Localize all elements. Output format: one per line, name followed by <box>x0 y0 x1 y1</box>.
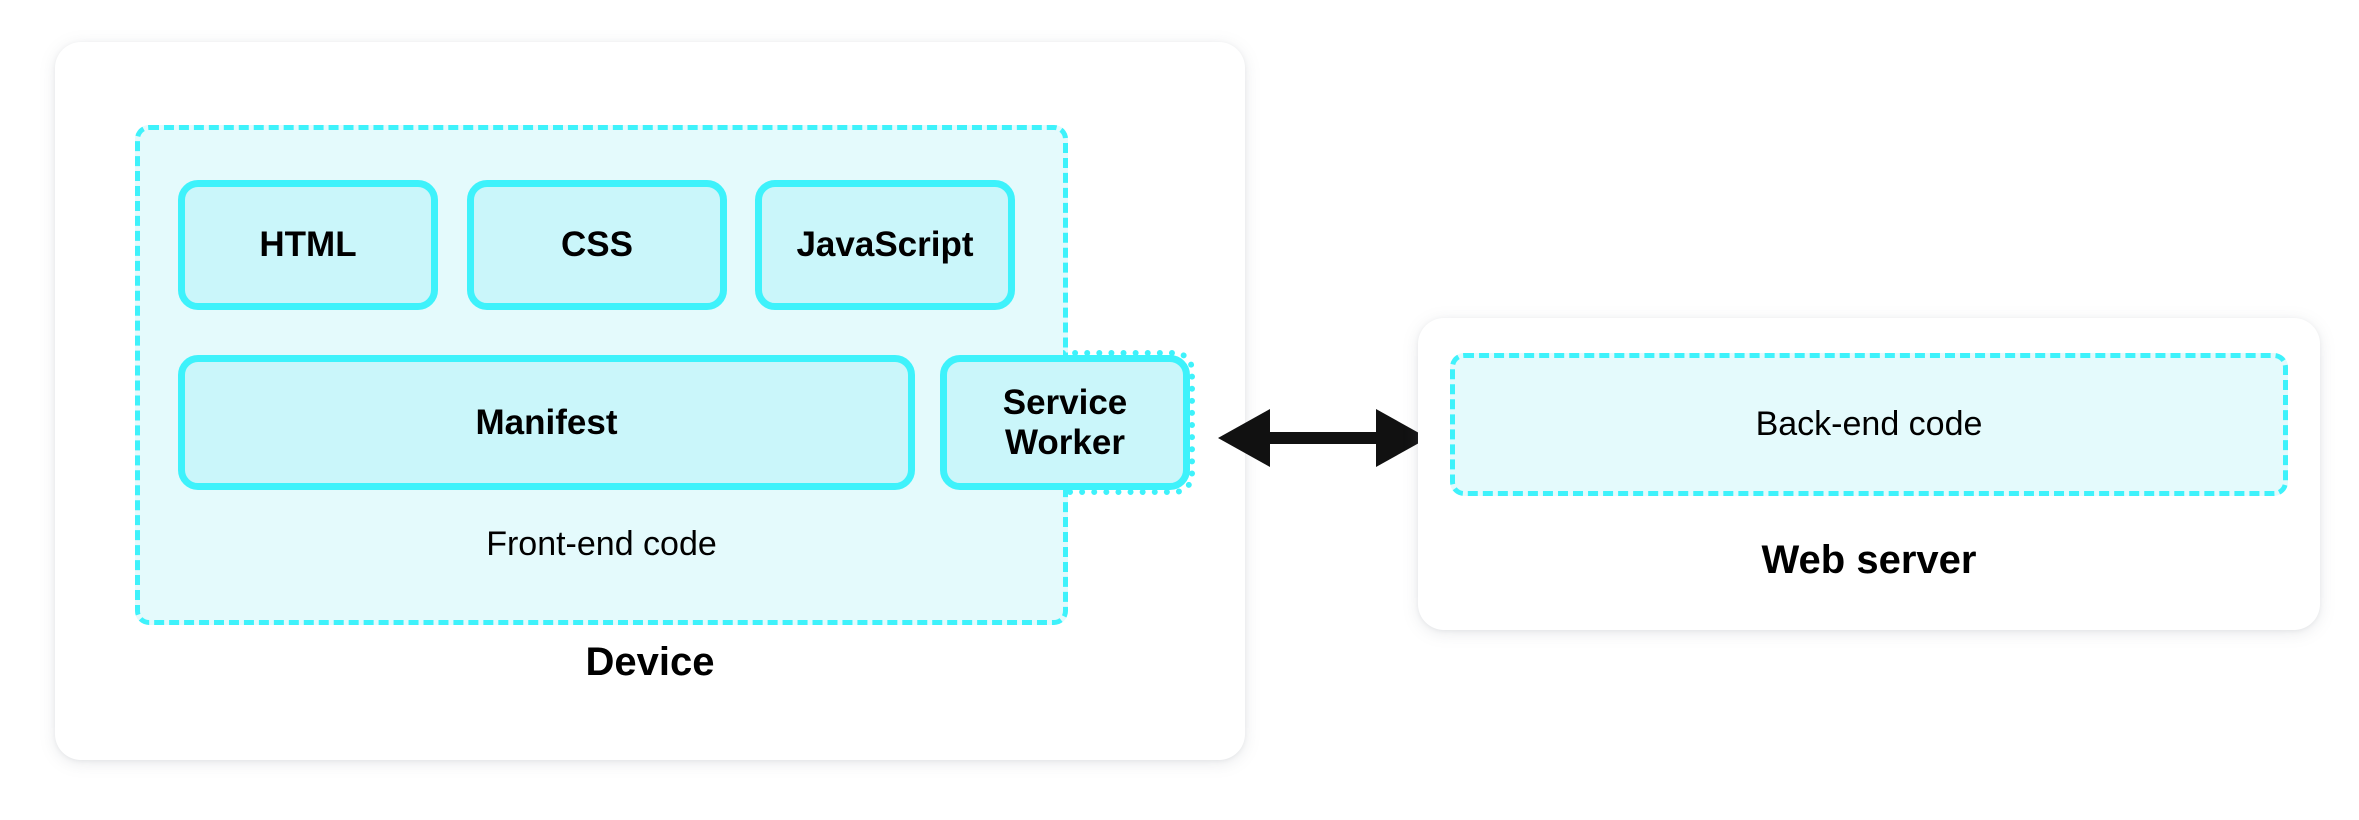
device-card: HTML CSS JavaScript Manifest Service Wor… <box>55 42 1245 760</box>
back-end-code-label: Back-end code <box>1755 405 1983 443</box>
device-label: Device <box>585 640 715 684</box>
manifest-box[interactable]: Manifest <box>178 355 915 490</box>
back-end-code-group <box>1450 353 2288 496</box>
bidirectional-arrow-icon <box>1218 409 1428 467</box>
service-worker-box[interactable]: Service Worker <box>940 355 1190 490</box>
front-end-code-label: Front-end code <box>486 525 717 563</box>
css-box[interactable]: CSS <box>467 180 727 310</box>
javascript-box[interactable]: JavaScript <box>755 180 1015 310</box>
html-box[interactable]: HTML <box>178 180 438 310</box>
web-server-label: Web server <box>1761 538 1977 582</box>
web-server-card: Back-end code Web server <box>1418 318 2320 630</box>
